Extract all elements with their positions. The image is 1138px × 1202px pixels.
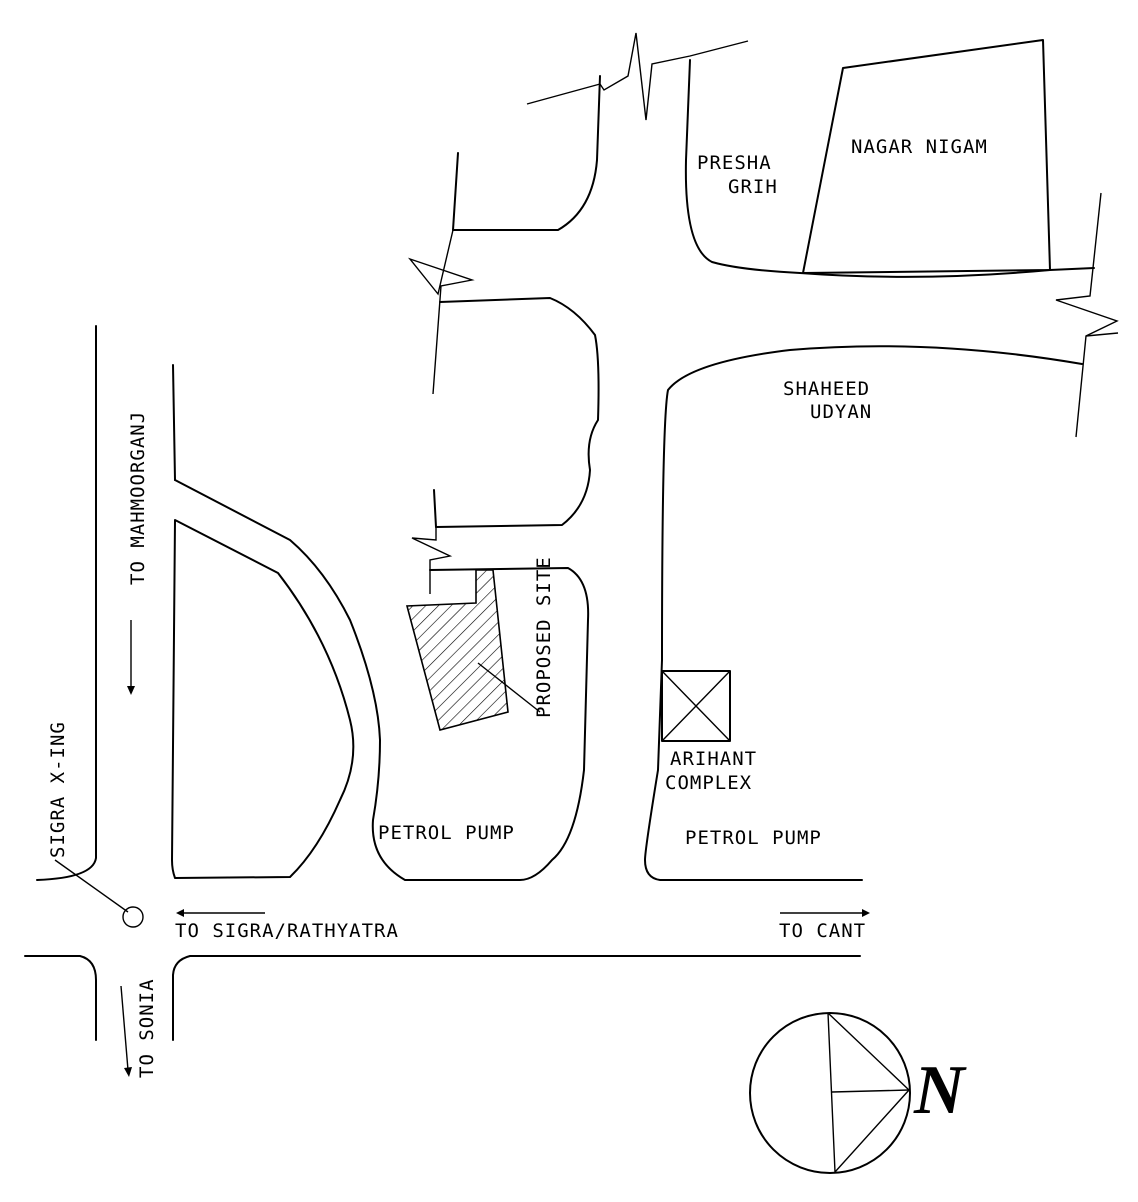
north-label: N bbox=[913, 1052, 967, 1129]
shaheed-udyan-boundary bbox=[661, 345, 1083, 661]
arihant-complex-building bbox=[661, 670, 731, 742]
presha-grih-boundary bbox=[684, 59, 801, 274]
to-sigra-rathyatra-label: TO SIGRA/RATHYATRA bbox=[175, 920, 399, 942]
arihant-complex-label: ARIHANT bbox=[670, 748, 757, 770]
top-break-lines bbox=[452, 32, 801, 274]
cant-arrow-head bbox=[862, 909, 870, 917]
mid-left-block-wall bbox=[433, 489, 437, 528]
traffic-island bbox=[171, 519, 355, 879]
north-arrow-lines bbox=[827, 1012, 910, 1174]
north-arrow-mid bbox=[831, 1089, 910, 1093]
mid-left-break-line bbox=[407, 229, 475, 395]
west-road-east-edge bbox=[36, 325, 97, 881]
east-break-line bbox=[1055, 192, 1119, 438]
sigra-leader-line bbox=[54, 859, 129, 913]
sigra-crossing-marker bbox=[122, 906, 144, 928]
north-arrow-circle bbox=[749, 1012, 911, 1174]
sonia-arrow-line bbox=[120, 985, 129, 1071]
top-break-line bbox=[526, 32, 749, 121]
presha-grih-label: PRESHA bbox=[697, 152, 772, 174]
to-sonia-label: TO SONIA bbox=[136, 978, 158, 1078]
top-left-wall bbox=[452, 152, 459, 231]
island-west-road-edge bbox=[172, 364, 176, 481]
arihant-complex-label-2: COMPLEX bbox=[665, 772, 752, 794]
proposed-site-plot bbox=[405, 569, 509, 731]
arihant-cross-b bbox=[661, 670, 731, 742]
lower-left-break-line bbox=[411, 527, 453, 594]
east-break-tick bbox=[1085, 332, 1119, 337]
petrol-pump-left-label: PETROL PUMP bbox=[378, 822, 515, 844]
east-plot-boundary bbox=[644, 659, 863, 881]
proposed-site-leader bbox=[477, 662, 541, 713]
road-north-edge-east bbox=[799, 267, 1095, 278]
to-cant-label: TO CANT bbox=[779, 920, 866, 942]
proposed-site-label: PROPOSED SITE bbox=[533, 556, 555, 718]
to-mahmoorganj-label: TO MAHMOORGANJ bbox=[127, 411, 149, 585]
south-road-east-edge bbox=[172, 955, 861, 1041]
north-arrow bbox=[749, 1012, 911, 1174]
shaheed-udyan-label-2: UDYAN bbox=[810, 401, 872, 423]
petrol-pump-plot-boundary bbox=[174, 479, 590, 881]
shaheed-udyan-label: SHAHEED bbox=[783, 378, 870, 400]
mid-left-block bbox=[435, 297, 600, 528]
presha-grih-label-2: GRIH bbox=[728, 176, 778, 198]
nagar-nigam-label: NAGAR NIGAM bbox=[851, 136, 988, 158]
sigra-rathyatra-arrow-head bbox=[176, 909, 184, 917]
sigra-xing-label: SIGRA X-ING bbox=[47, 721, 69, 858]
mahmoorganj-arrow-head bbox=[127, 686, 135, 695]
top-left-road-edge bbox=[452, 75, 601, 231]
petrol-pump-right-label: PETROL PUMP bbox=[685, 827, 822, 849]
sonia-arrow-head bbox=[124, 1067, 132, 1077]
south-road-west-edge bbox=[24, 955, 97, 1041]
